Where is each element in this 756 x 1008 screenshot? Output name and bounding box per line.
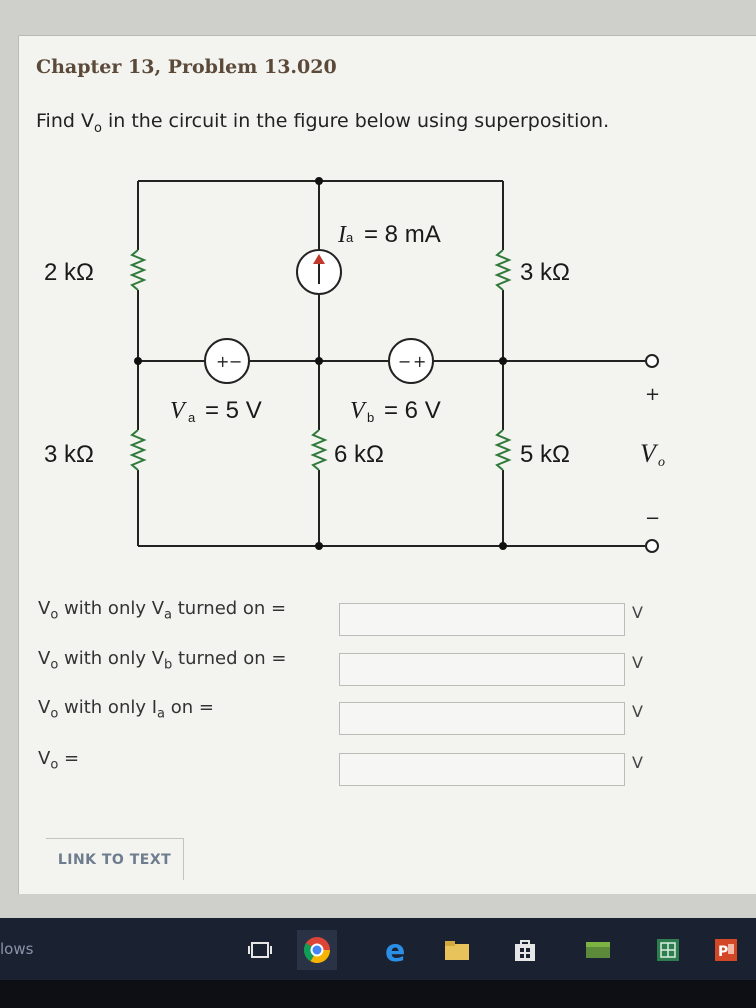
- chrome-icon[interactable]: [297, 930, 337, 970]
- label-vo: V o: [640, 439, 665, 470]
- problem-title: Chapter 13, Problem 13.020: [36, 56, 337, 78]
- answer-label-vb: Vo with only Vb turned on =: [38, 648, 287, 673]
- svg-text:V: V: [640, 439, 659, 468]
- svg-text:o: o: [658, 455, 665, 470]
- file-explorer-icon[interactable]: [437, 930, 477, 970]
- vb-plus-sign: +: [413, 352, 426, 371]
- va-minus-sign: −: [229, 352, 242, 371]
- voltage-source-va: + −: [204, 338, 250, 384]
- store-icon[interactable]: [505, 930, 545, 970]
- problem-panel: [18, 35, 756, 894]
- label-3k-bottom: 3 kΩ: [44, 441, 94, 468]
- unit-vb: V: [632, 653, 643, 672]
- label-3k-top: 3 kΩ: [520, 259, 570, 286]
- monitor-bezel: [0, 980, 756, 1008]
- label-6k: 6 kΩ: [334, 441, 384, 468]
- powerpoint-icon[interactable]: P: [706, 930, 746, 970]
- excel-icon[interactable]: [648, 930, 688, 970]
- resistor-3k-top: [494, 249, 512, 291]
- taskbar: [0, 918, 756, 980]
- resistor-2k: [129, 249, 147, 291]
- svg-text:a: a: [346, 230, 354, 245]
- label-vb: V b = 6 V: [350, 397, 441, 425]
- resistor-6k: [310, 429, 328, 471]
- svg-text:V: V: [170, 398, 187, 424]
- current-source-ia: [296, 249, 342, 295]
- vb-minus-sign: −: [398, 352, 411, 371]
- answer-label-va: Vo with only Va turned on =: [38, 598, 287, 623]
- svg-text:b: b: [367, 410, 374, 425]
- answer-input-ia[interactable]: [339, 702, 625, 735]
- edge-icon[interactable]: e: [377, 930, 417, 970]
- svg-text:= 5 V: = 5 V: [205, 397, 262, 424]
- unit-vo: V: [632, 753, 643, 772]
- answer-label-vo: Vo =: [38, 748, 80, 773]
- vo-plus: +: [645, 384, 660, 405]
- unit-va: V: [632, 603, 643, 622]
- unit-ia: V: [632, 702, 643, 721]
- svg-text:V: V: [350, 398, 367, 424]
- svg-text:I: I: [337, 222, 347, 248]
- answer-input-va[interactable]: [339, 603, 625, 636]
- answer-label-ia: Vo with only Ia on =: [38, 697, 214, 722]
- output-terminal-top: [645, 354, 659, 368]
- output-terminal-bottom: [645, 539, 659, 553]
- answer-input-vb[interactable]: [339, 653, 625, 686]
- resistor-5k: [494, 429, 512, 471]
- taskbar-left-text: lows: [0, 940, 34, 958]
- circuit-figure: + − − + 2 kΩ 3 kΩ 3 kΩ 6 kΩ 5 kΩ I a = 8…: [44, 177, 665, 553]
- link-to-text[interactable]: LINK TO TEXT: [46, 838, 184, 880]
- svg-text:P: P: [718, 944, 728, 960]
- svg-text:e: e: [385, 935, 405, 965]
- resistor-3k-bottom: [129, 429, 147, 471]
- label-ia: I a = 8 mA: [337, 221, 441, 248]
- label-va: V a = 5 V: [170, 397, 262, 425]
- va-plus-sign: +: [216, 352, 229, 371]
- svg-text:a: a: [188, 410, 196, 425]
- voltage-source-vb: − +: [388, 338, 434, 384]
- label-2k: 2 kΩ: [44, 259, 94, 286]
- vo-minus: −: [645, 508, 660, 529]
- problem-statement: Find Vo in the circuit in the figure bel…: [36, 110, 610, 136]
- answer-input-vo[interactable]: [339, 753, 625, 786]
- minecraft-icon[interactable]: [578, 930, 618, 970]
- svg-text:= 6 V: = 6 V: [384, 397, 441, 424]
- svg-text:= 8 mA: = 8 mA: [364, 221, 441, 248]
- label-5k: 5 kΩ: [520, 441, 570, 468]
- task-view-icon[interactable]: [240, 930, 280, 970]
